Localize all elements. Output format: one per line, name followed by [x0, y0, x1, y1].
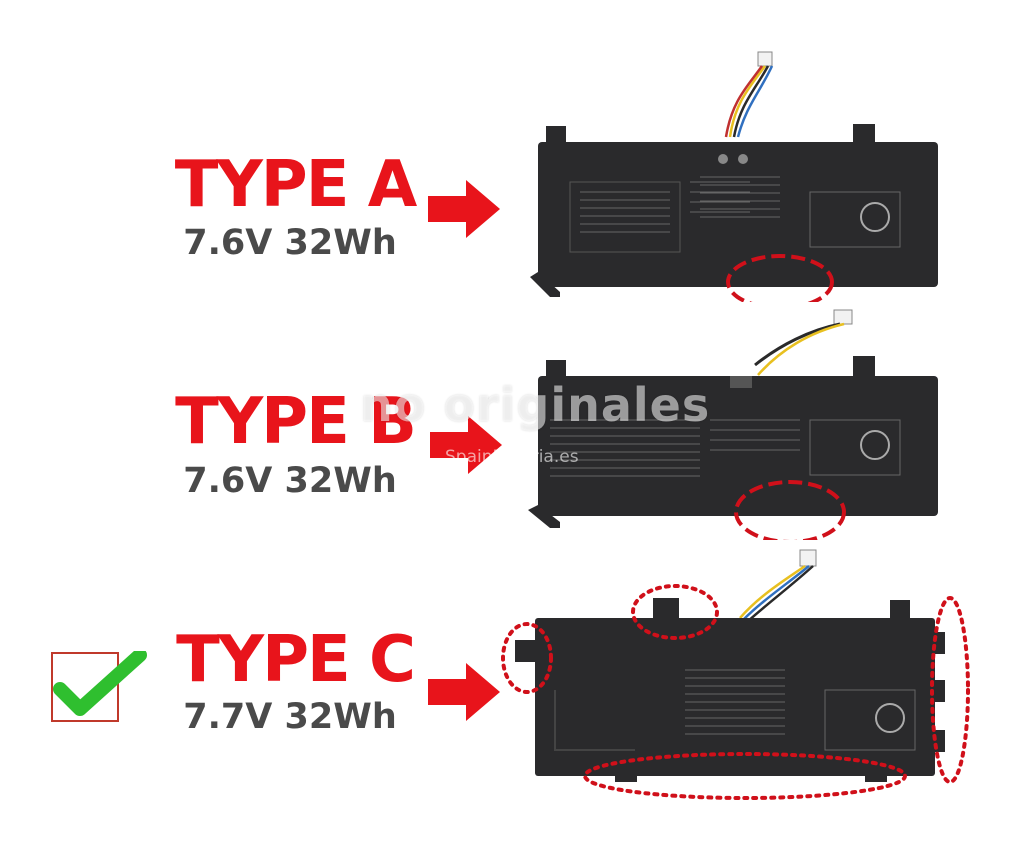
- arrow-right-icon: [428, 663, 500, 721]
- watermark-subtext: SpainBateria.es: [445, 447, 579, 467]
- type-a-spec: 7.6V 32Wh: [183, 223, 397, 263]
- type-c-title: TYPE C: [176, 623, 416, 697]
- type-a-title: TYPE A: [174, 148, 417, 222]
- arrow-right-icon: [428, 180, 500, 238]
- watermark-text: no originales: [360, 378, 711, 432]
- battery-type-b-image: [528, 309, 938, 540]
- check-icon: [51, 651, 147, 722]
- type-b-title: TYPE B: [175, 385, 417, 459]
- battery-type-c-image: [501, 549, 970, 800]
- type-c-spec: 7.7V 32Wh: [183, 697, 397, 737]
- arrow-right-icon: [430, 416, 502, 474]
- battery-type-a-image: [530, 51, 938, 302]
- type-b-spec: 7.6V 32Wh: [183, 461, 397, 501]
